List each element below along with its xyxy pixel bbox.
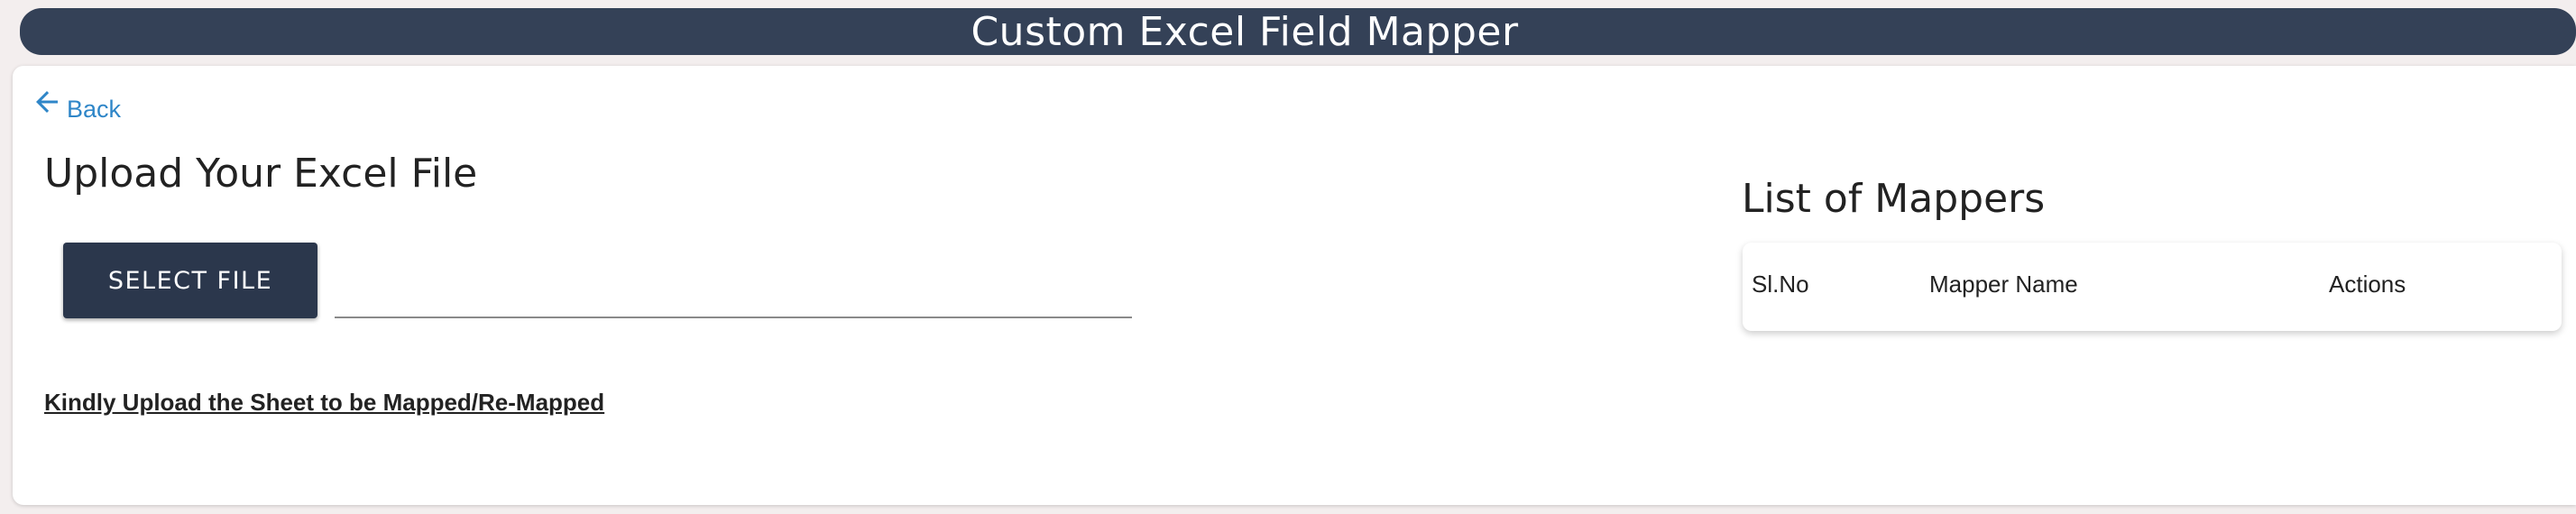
file-name-field[interactable] — [335, 275, 1132, 318]
column-header-mapper-name: Mapper Name — [1929, 271, 2078, 298]
column-header-slno: Sl.No — [1752, 271, 1809, 298]
page-title: Custom Excel Field Mapper — [971, 8, 1519, 55]
main-card: Back Upload Your Excel File SELECT FILE … — [13, 66, 2576, 505]
upload-hint: Kindly Upload the Sheet to be Mapped/Re-… — [44, 389, 605, 416]
column-header-actions: Actions — [2329, 271, 2406, 298]
upload-title: Upload Your Excel File — [44, 151, 478, 197]
back-link[interactable]: Back — [31, 86, 121, 123]
arrow-left-icon — [36, 91, 58, 113]
mappers-table: Sl.No Mapper Name Actions — [1743, 243, 2562, 331]
back-label: Back — [67, 96, 122, 123]
select-file-button[interactable]: SELECT FILE — [63, 243, 317, 318]
mappers-title: List of Mappers — [1742, 176, 2046, 222]
header-bar: Custom Excel Field Mapper — [20, 8, 2576, 55]
